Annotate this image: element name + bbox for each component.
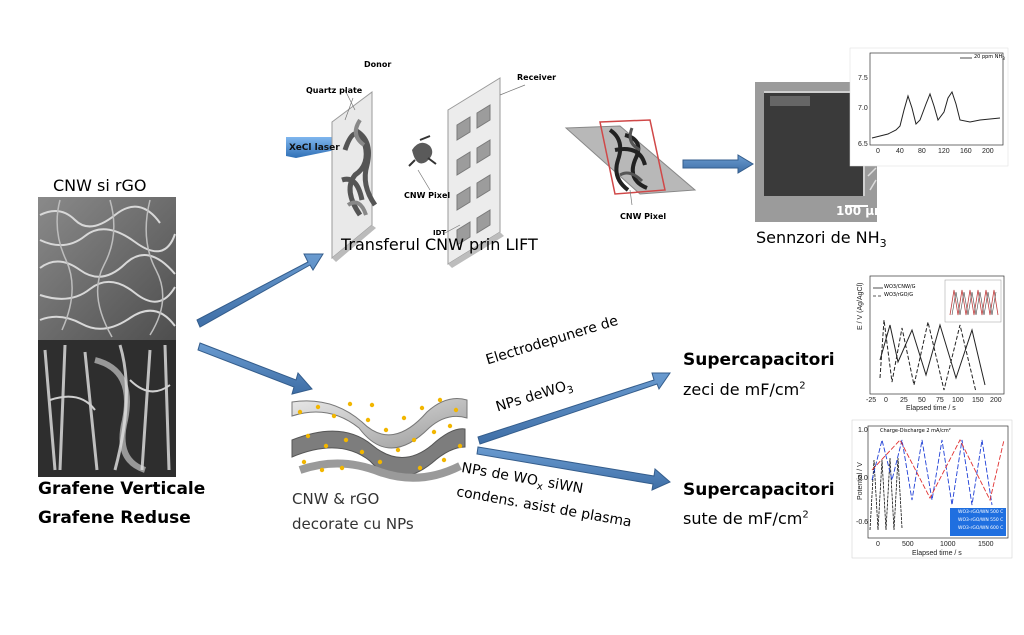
sem-image-reduced-graphene bbox=[38, 340, 176, 477]
lift-label-quartz: Quartz plate bbox=[306, 86, 363, 95]
svg-text:0: 0 bbox=[876, 541, 880, 548]
supercap1-legend1: WO3/CNW/G bbox=[884, 284, 916, 290]
np-caption-line1: CNW & rGO bbox=[292, 490, 380, 508]
svg-text:100: 100 bbox=[952, 397, 964, 404]
svg-text:50: 50 bbox=[918, 397, 926, 404]
left-label-reduced-graphene: Grafene Reduse bbox=[38, 508, 191, 528]
svg-text:E / V (Ag/AgCl): E / V (Ag/AgCl) bbox=[857, 283, 864, 330]
svg-text:75: 75 bbox=[936, 397, 944, 404]
svg-text:-25: -25 bbox=[866, 397, 876, 404]
arrow-to-supercap1 bbox=[477, 372, 671, 445]
svg-text:1000: 1000 bbox=[940, 541, 956, 548]
supercap2-title: Supercapacitori bbox=[683, 480, 835, 500]
left-label-vertical-graphene: Grafene Verticale bbox=[38, 479, 206, 499]
svg-text:Elapsed time / s: Elapsed time / s bbox=[912, 550, 962, 557]
svg-text:200: 200 bbox=[990, 397, 1002, 404]
np-caption-line2: decorate cu NPs bbox=[292, 515, 414, 533]
sem-image-vertical-graphene bbox=[38, 197, 176, 340]
left-title: CNW si rGO bbox=[53, 176, 147, 195]
arrow-to-np bbox=[197, 342, 313, 395]
svg-text:0: 0 bbox=[876, 148, 880, 155]
svg-text:40: 40 bbox=[896, 148, 904, 155]
lift-label-pixel-2: CNW Pixel bbox=[620, 212, 667, 221]
svg-text:1500: 1500 bbox=[978, 541, 994, 548]
svg-text:120: 120 bbox=[938, 148, 950, 155]
svg-text:7.0: 7.0 bbox=[858, 105, 868, 112]
lift-label-receiver: Receiver bbox=[517, 73, 557, 82]
svg-text:1.0: 1.0 bbox=[858, 427, 868, 434]
supercap1-value: zeci de mF/cm2 bbox=[683, 380, 806, 399]
lift-label-pixel-1: CNW Pixel bbox=[404, 191, 451, 200]
svg-text:Potential / V: Potential / V bbox=[857, 462, 864, 500]
arrow-to-supercap2 bbox=[476, 446, 671, 491]
svg-text:150: 150 bbox=[972, 397, 984, 404]
supercap2-legend2: WO3-rGO/WN 550 C bbox=[958, 518, 1004, 523]
arrow-to-sensor bbox=[682, 154, 754, 174]
arrow-to-lift bbox=[196, 253, 324, 328]
svg-text:-0.6: -0.6 bbox=[856, 519, 868, 526]
svg-text:0.0: 0.0 bbox=[858, 475, 868, 482]
sensor-chart-legend: 20 ppm NH3 bbox=[974, 54, 1005, 61]
supercap2-chart-title: Charge-Discharge 2 mA/cm² bbox=[880, 428, 951, 434]
sensor-resistance-chart: 7.5 7.0 6.5 0 40 80 120 160 200 bbox=[849, 47, 1009, 167]
svg-text:200: 200 bbox=[982, 148, 994, 155]
lift-caption: Transferul CNW prin LIFT bbox=[341, 235, 538, 254]
svg-text:80: 80 bbox=[918, 148, 926, 155]
np-decorated-graphene-image bbox=[290, 396, 468, 482]
svg-text:7.5: 7.5 bbox=[858, 75, 868, 82]
supercap2-chart: 0 500 1000 1500 Elapsed time / s 1.0 0.0… bbox=[851, 419, 1013, 559]
sensor-scale-label: 100 µm bbox=[836, 204, 887, 218]
supercap2-legend3: WO3-rGO/WN 600 C bbox=[958, 526, 1004, 531]
supercap1-legend2: WO3/rGO/G bbox=[884, 292, 914, 298]
lift-label-laser: XeCl laser bbox=[289, 143, 340, 153]
svg-text:25: 25 bbox=[900, 397, 908, 404]
supercap1-chart: -25 0 25 50 75 100 150 200 Elapsed time … bbox=[855, 270, 1009, 412]
svg-text:160: 160 bbox=[960, 148, 972, 155]
sensor-caption: Sennzori de NH3 bbox=[756, 228, 887, 251]
lift-label-idt: IDT bbox=[433, 229, 447, 237]
svg-text:Elapsed time / s: Elapsed time / s bbox=[906, 405, 956, 412]
supercap2-value: sute de mF/cm2 bbox=[683, 509, 809, 528]
lift-label-donor: Donor bbox=[364, 60, 392, 69]
supercap1-title: Supercapacitori bbox=[683, 350, 835, 370]
svg-text:500: 500 bbox=[902, 541, 914, 548]
lift-schematic bbox=[286, 77, 697, 268]
svg-text:6.5: 6.5 bbox=[858, 141, 868, 148]
supercap2-legend1: WO3-rGO/WN 500 C bbox=[958, 510, 1004, 515]
svg-text:0: 0 bbox=[884, 397, 888, 404]
